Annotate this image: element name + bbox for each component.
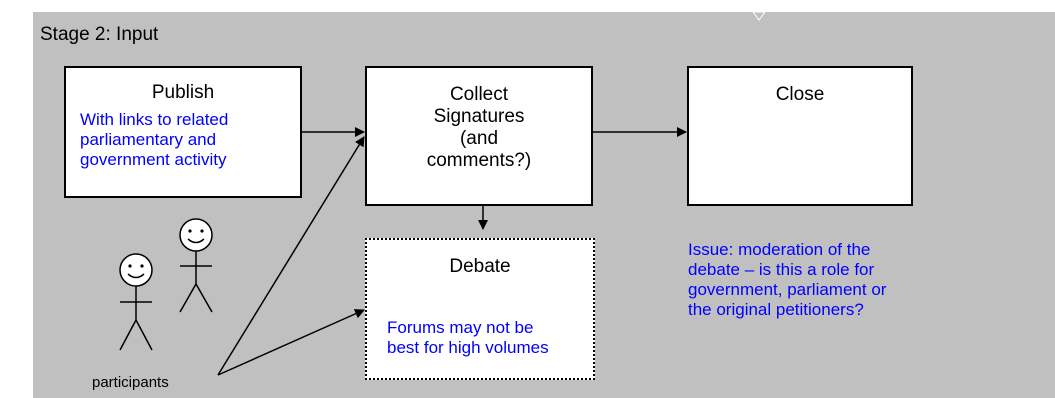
close-box: Close [687,66,913,206]
debate-box: Debate Forums may not be best for high v… [365,238,595,380]
close-title: Close [775,84,825,105]
collect-title-line: Collect [449,84,509,105]
debate-note-line: best for high volumes [387,338,549,357]
arrow-participants-to-collect [217,136,365,376]
arrow-participants-to-debate [217,309,365,376]
debate-note: Forums may not be best for high volumes [387,318,549,358]
collect-title-line: comments?) [426,150,532,171]
publish-title: Publish [151,82,215,103]
issue-note-line: the original petitioners? [688,300,864,319]
stage-label: Stage 2: Input [40,24,159,45]
collect-title-line: (and [459,128,499,149]
stick-figure-icon [179,218,213,313]
publish-note-line: parliamentary and [80,130,217,149]
collect-title-line: Signatures [433,106,525,127]
debate-title: Debate [449,256,511,277]
stick-figure-icon [119,253,153,351]
publish-note-line: government activity [80,150,227,169]
issue-note-line: Issue: moderation of the [688,240,871,259]
publish-note-line: With links to related [80,110,229,129]
collect-signatures-box: Collect Signatures (and comments?) [365,66,593,206]
issue-note: Issue: moderation of the debate – is thi… [688,240,886,320]
participants-label: participants [92,374,169,391]
publish-box: Publish With links to related parliament… [64,66,302,198]
collect-title: Collect Signatures (and comments?) [367,84,591,172]
publish-note: With links to related parliamentary and … [80,110,228,170]
incoming-arrow-icon [752,11,766,21]
issue-note-line: debate – is this a role for [688,260,875,279]
debate-note-line: Forums may not be [387,318,534,337]
issue-note-line: government, parliament or [688,280,887,299]
